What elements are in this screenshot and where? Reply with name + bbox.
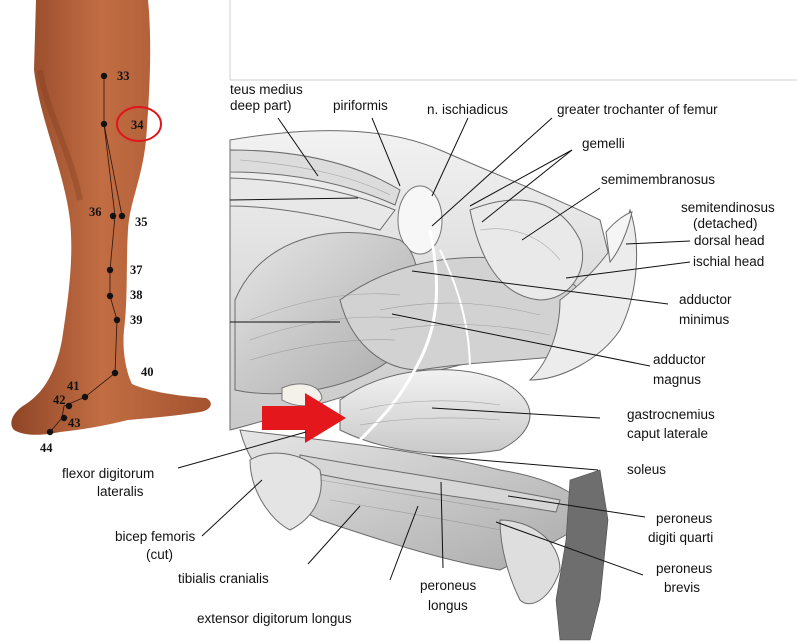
label-peroneus-digiti-quarti-line2: digiti quarti (648, 530, 713, 545)
acupoint-37-label: 37 (130, 263, 143, 277)
label-adductor-magnus-line2: magnus (653, 372, 701, 387)
acupoint-33-dot (101, 73, 107, 79)
label-greater-trochanter: greater trochanter of femur (557, 102, 718, 117)
label-n-ischiadicus: n. ischiadicus (427, 102, 508, 117)
label-flexor-digitorum-line1: flexor digitorum (62, 466, 154, 481)
label-semimembranosus: semimembranosus (601, 172, 715, 187)
label-peroneus-brevis-line1: peroneus (656, 561, 713, 576)
label-tibialis-cranialis: tibialis cranialis (178, 571, 269, 586)
acupoint-42-label: 42 (53, 393, 66, 407)
label-gluteus-medius-line2: deep part) (230, 98, 292, 113)
acupoint-39-label: 39 (130, 313, 143, 327)
label-soleus: soleus (627, 462, 666, 477)
leg-acupoint-figure: 33 34 35 36 37 38 39 40 41 42 43 44 (0, 0, 228, 460)
label-peroneus-longus-line1: peroneus (420, 578, 477, 593)
acupoint-36-dot (110, 213, 116, 219)
acupoint-35-label: 35 (135, 215, 148, 229)
acupoint-36-label: 36 (89, 205, 102, 219)
label-gastrocnemius-line1: gastrocnemius (627, 407, 715, 422)
acupoint-40-label: 40 (141, 365, 154, 379)
label-peroneus-longus-line2: longus (428, 598, 468, 613)
label-gluteus-medius-line1: teus medius (230, 82, 303, 97)
acupoint-33-label: 33 (117, 69, 130, 83)
acupoint-43-label: 43 (68, 416, 81, 430)
acupoint-38-dot (107, 293, 113, 299)
muscle-illustration (230, 131, 637, 640)
acupoint-37-dot (107, 267, 113, 273)
label-extensor-digitorum-longus: extensor digitorum longus (197, 611, 352, 626)
acupoint-35-dot (119, 213, 125, 219)
acupoint-39-dot (114, 317, 120, 323)
label-semitendinosus-line1: semitendinosus (681, 200, 775, 215)
label-flexor-digitorum-line2: lateralis (97, 484, 144, 499)
label-ischial-head: ischial head (693, 254, 764, 269)
label-gemelli: gemelli (582, 136, 625, 151)
label-dorsal-head: dorsal head (694, 233, 765, 248)
acupoint-43-dot (61, 415, 67, 421)
label-adductor-minimus-line1: adductor (679, 292, 732, 307)
label-adductor-magnus-line1: adductor (653, 352, 706, 367)
acupoint-34-label: 34 (131, 118, 144, 132)
label-adductor-minimus-line2: minimus (679, 312, 730, 327)
label-peroneus-digiti-quarti-line1: peroneus (656, 511, 713, 526)
label-bicep-femoris-line2: (cut) (146, 547, 173, 562)
acupoint-42-dot (66, 403, 72, 409)
acupoint-41-dot (82, 394, 88, 400)
acupoint-34-dot (101, 121, 107, 127)
label-piriformis: piriformis (333, 98, 388, 113)
acupoint-44-label: 44 (40, 441, 53, 455)
acupoint-41-label: 41 (67, 379, 80, 393)
label-bicep-femoris-line1: bicep femoris (115, 529, 196, 544)
acupoint-40-dot (112, 370, 118, 376)
acupoint-44-dot (47, 429, 53, 435)
acupoint-38-label: 38 (130, 288, 143, 302)
label-semitendinosus-line2: (detached) (693, 216, 758, 231)
label-gastrocnemius-line2: caput laterale (627, 426, 708, 441)
bicep-femoris-cut (250, 453, 321, 530)
label-peroneus-brevis-line2: brevis (664, 580, 700, 595)
